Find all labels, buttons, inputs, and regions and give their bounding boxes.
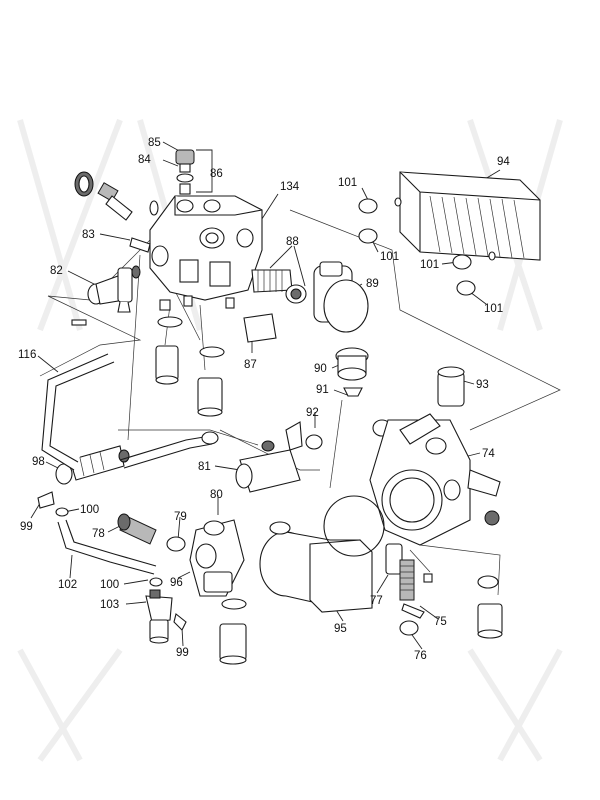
callout-83: 83 bbox=[82, 229, 95, 241]
callout-100: 100 bbox=[80, 504, 99, 516]
o-ring-79 bbox=[166, 536, 186, 552]
bleed-valve-part bbox=[175, 149, 195, 195]
o-rings-101 bbox=[358, 198, 476, 296]
callout-99: 99 bbox=[176, 647, 189, 659]
callout-96: 96 bbox=[170, 577, 183, 589]
o-ring-76 bbox=[399, 620, 419, 636]
callout-82: 82 bbox=[50, 265, 63, 277]
callout-99: 99 bbox=[20, 521, 33, 533]
clip-99 bbox=[37, 491, 55, 509]
callout-84: 84 bbox=[138, 154, 151, 166]
callout-85: 85 bbox=[148, 137, 161, 149]
callout-87: 87 bbox=[244, 359, 257, 371]
callout-93: 93 bbox=[476, 379, 489, 391]
callout-75: 75 bbox=[434, 616, 447, 628]
callout-116: 116 bbox=[18, 349, 36, 361]
callout-89: 89 bbox=[366, 278, 379, 290]
flow-group-part bbox=[189, 519, 245, 597]
callout-102: 102 bbox=[58, 579, 77, 591]
clip-part bbox=[243, 313, 277, 343]
leader-lines bbox=[30, 141, 561, 650]
callout-101: 101 bbox=[380, 251, 399, 263]
callout-100: 100 bbox=[100, 579, 119, 591]
heat-exchanger-part bbox=[394, 171, 541, 261]
connector-part bbox=[235, 421, 303, 493]
drain-tap-part bbox=[145, 589, 173, 644]
pump-motor-part bbox=[259, 495, 385, 613]
callout-88: 88 bbox=[286, 236, 299, 248]
callout-91: 91 bbox=[316, 384, 329, 396]
callout-81: 81 bbox=[198, 461, 211, 473]
callout-78: 78 bbox=[92, 528, 105, 540]
callout-103: 103 bbox=[100, 599, 119, 611]
under-block-fittings bbox=[155, 295, 235, 417]
pump-housing-part bbox=[369, 413, 501, 546]
filter-part bbox=[117, 513, 157, 545]
o-ring-92 bbox=[305, 434, 323, 450]
callout-79: 79 bbox=[174, 511, 187, 523]
pipe-102 bbox=[57, 519, 157, 575]
screw-part bbox=[71, 319, 87, 326]
callout-80: 80 bbox=[210, 489, 223, 501]
diverter-valve-part bbox=[251, 261, 369, 333]
callout-95: 95 bbox=[334, 623, 347, 635]
callout-74: 74 bbox=[482, 448, 495, 460]
callout-90: 90 bbox=[314, 363, 327, 375]
o-ring-100 bbox=[55, 507, 69, 517]
callout-86: 86 bbox=[210, 168, 223, 180]
pipe-116 bbox=[41, 353, 115, 471]
parts bbox=[37, 149, 541, 665]
fill-tap-part bbox=[55, 445, 130, 485]
callout-76: 76 bbox=[414, 650, 427, 662]
callout-94: 94 bbox=[497, 156, 510, 168]
callout-134: 134 bbox=[280, 181, 300, 193]
callout-77: 77 bbox=[370, 595, 383, 607]
safety-valve-part bbox=[87, 265, 141, 313]
callout-101: 101 bbox=[484, 303, 503, 315]
lower-fittings bbox=[219, 598, 247, 665]
sensor-part bbox=[437, 366, 465, 407]
callout-92: 92 bbox=[306, 407, 319, 419]
right-fittings bbox=[477, 575, 503, 639]
inlet-fitting-part bbox=[74, 171, 133, 221]
hydraulic-block-part bbox=[129, 195, 263, 301]
callout-101: 101 bbox=[338, 177, 357, 189]
callout-101: 101 bbox=[420, 259, 439, 271]
flow-sensor-part bbox=[385, 543, 433, 619]
callout-labels: 85 84 86 134 94 101 101 101 101 83 82 88… bbox=[18, 137, 510, 662]
callout-98: 98 bbox=[32, 456, 45, 468]
air-vent-part bbox=[335, 347, 369, 397]
clip-99b bbox=[173, 613, 187, 631]
